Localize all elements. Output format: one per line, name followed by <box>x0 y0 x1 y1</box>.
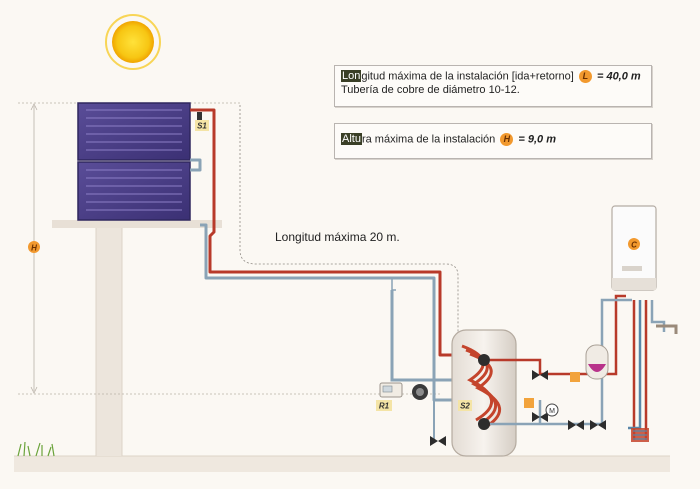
controller-r1 <box>379 382 403 398</box>
installation-height-text: ra máxima de la instalación <box>361 133 496 146</box>
height-value: = 9,0 m <box>518 133 556 146</box>
controller-r1-label: R1 <box>379 402 390 411</box>
installation-length-box: Longitud máxima de la instalación [ida+r… <box>334 65 652 107</box>
safety-valve-icon <box>570 372 580 382</box>
boiler-label: C <box>631 241 637 250</box>
installation-length-line: Longitud máxima de la instalación [ida+r… <box>341 70 651 83</box>
sensor-s1-label: S1 <box>197 122 207 131</box>
height-badge-label: H <box>31 244 37 253</box>
max-length-label: Longitud máxima 20 m. <box>275 230 400 244</box>
height-highlight-prefix: Altu <box>341 133 362 146</box>
sensor-s2-tag <box>458 400 472 411</box>
installation-height-box: Altura máxima de la instalación H = 9,0 … <box>334 123 652 159</box>
max-length-route <box>239 105 459 340</box>
height-value-badge: H <box>500 133 514 146</box>
length-badge: L <box>578 70 592 83</box>
solar-circuit-pipes <box>190 108 458 402</box>
sensor-s1 <box>197 112 202 120</box>
solar-collector-upper <box>77 102 191 161</box>
circulation-pump <box>412 384 428 400</box>
tap-icon <box>656 324 678 334</box>
gauge-label: M <box>549 408 555 415</box>
ground <box>14 441 670 472</box>
expansion-vessel-icon <box>585 344 609 380</box>
pipe-spec-text: Tubería de cobre de diámetro 10-12. <box>341 84 520 96</box>
sensor-s1-tag <box>195 120 209 131</box>
storage-tank <box>451 329 517 457</box>
sun-icon <box>105 14 161 70</box>
highlight-prefix: Lon <box>341 70 362 83</box>
drain-valve <box>430 436 446 446</box>
installation-length-text: gitud máxima de la instalación [ida+reto… <box>361 70 574 83</box>
height-badge <box>28 241 40 253</box>
mixing-valves <box>532 370 606 430</box>
controller-r1-tag <box>376 400 392 411</box>
gauge-icon <box>545 403 559 417</box>
sensor-s2-label: S2 <box>460 402 470 411</box>
pressure-valve-icon <box>524 398 534 408</box>
length-value: = 40,0 m <box>596 70 641 83</box>
return-coil <box>631 428 649 442</box>
pump-group-pipes <box>390 290 452 440</box>
roof-support <box>52 220 222 456</box>
boiler-badge <box>628 238 640 250</box>
solar-collector-lower <box>77 161 191 221</box>
